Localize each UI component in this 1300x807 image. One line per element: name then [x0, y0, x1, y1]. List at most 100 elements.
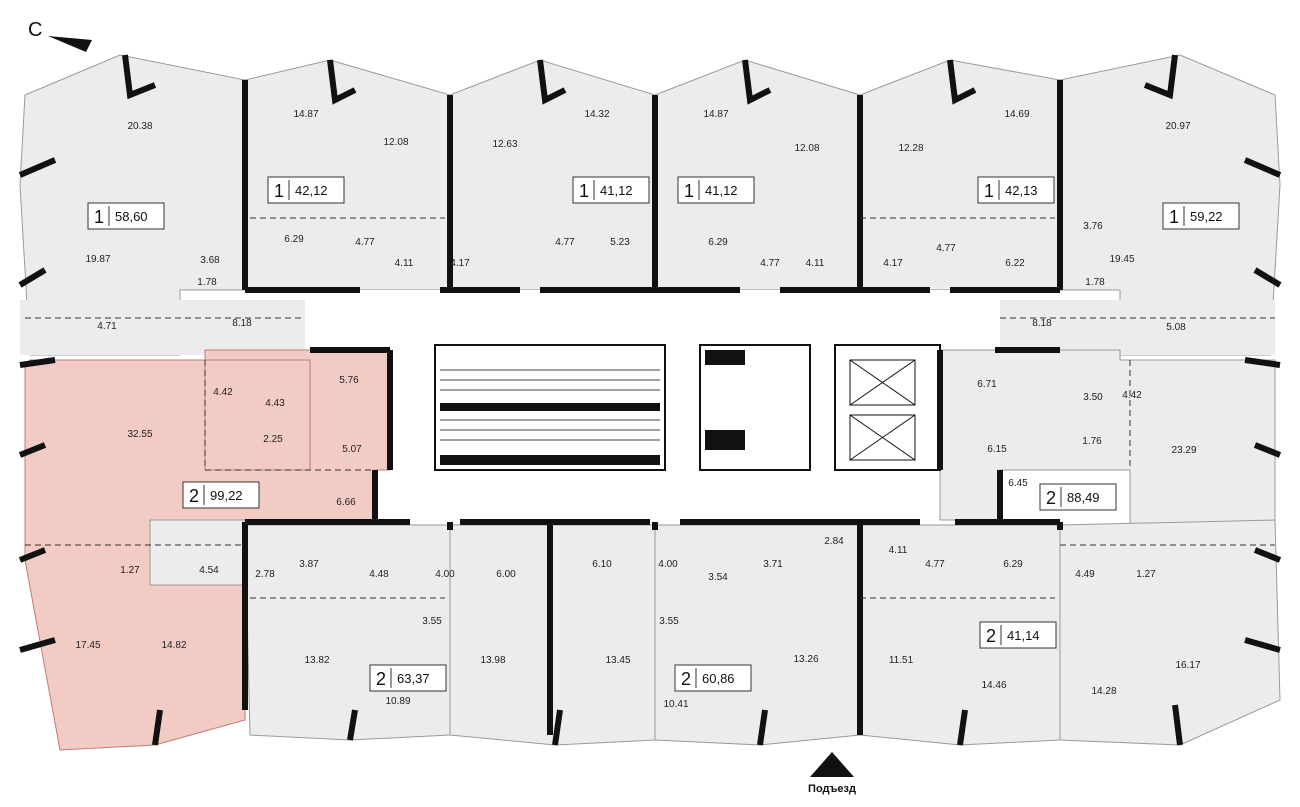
room-area-label: 6.22: [1005, 258, 1025, 269]
room-area-label: 10.41: [663, 699, 688, 710]
room-area-label: 13.45: [605, 655, 630, 666]
apartment-badge-frame: [87, 202, 165, 230]
room-area-label: 4.48: [369, 569, 389, 580]
facade-walls: [18, 54, 1282, 746]
room-area-label: 13.98: [480, 655, 505, 666]
apartment-badge-frame: [369, 664, 447, 692]
apartment-rooms: 1: [94, 207, 104, 227]
walls: [242, 80, 1063, 735]
room-area-label: 5.23: [610, 237, 630, 248]
room-area-label: 3.50: [1083, 392, 1103, 403]
room-area-label: 14.28: [1091, 686, 1116, 697]
room-area-label: 12.08: [383, 137, 408, 148]
room-area-label: 3.68: [200, 255, 220, 266]
room-area-label: 2.78: [255, 569, 275, 580]
room-area-label: 8.18: [1032, 318, 1052, 329]
room-area-label: 4.77: [355, 237, 375, 248]
apartment-area: 63,37: [397, 671, 430, 686]
room-area-label: 4.49: [1075, 569, 1095, 580]
room-area-label: 3.55: [659, 616, 679, 627]
room-area-label: 6.29: [708, 237, 728, 248]
room-area-label: 4.54: [199, 565, 219, 576]
room-area-label: 14.69: [1004, 109, 1029, 120]
apartment-highlighted[interactable]: [24, 349, 391, 751]
room-area-label: 6.10: [592, 559, 612, 570]
room-area-label: 4.77: [925, 559, 945, 570]
apartment-bottom-right-5[interactable]: [1059, 519, 1281, 746]
apartment-area: 41,12: [600, 183, 633, 198]
stair-steps: [440, 369, 660, 441]
room-area-label: 20.38: [127, 121, 152, 132]
apartment-rooms: 1: [984, 181, 994, 201]
apartment-area: 42,12: [295, 183, 328, 198]
apartment-badge-frame: [979, 621, 1057, 649]
room-area-label: 3.87: [299, 559, 319, 570]
apartment-bottom-3[interactable]: [654, 524, 861, 746]
room-area-label: 6.15: [987, 444, 1007, 455]
room-area-label: 1.78: [1085, 277, 1105, 288]
apartment-area: 42,13: [1005, 183, 1038, 198]
room-area-label: 3.55: [422, 616, 442, 627]
room-area-label: 3.71: [763, 559, 783, 570]
room-area-label: 23.29: [1171, 445, 1196, 456]
room-area-label: 6.45: [1008, 478, 1028, 489]
room-area-label: 4.17: [883, 258, 903, 269]
room-area-label: 2.25: [263, 434, 283, 445]
room-area-label: 19.45: [1109, 254, 1134, 265]
apartment-rooms: 2: [681, 669, 691, 689]
room-area-label: 14.87: [293, 109, 318, 120]
apartment-rooms: 2: [1046, 488, 1056, 508]
room-area-label: 1.27: [1136, 569, 1156, 580]
room-area-label: 14.32: [584, 109, 609, 120]
room-area-label: 10.89: [385, 696, 410, 707]
room-area-label: 20.97: [1165, 121, 1190, 132]
room-area-label: 6.71: [977, 379, 997, 390]
apartment-badge-frame: [1162, 202, 1240, 230]
room-area-label: 13.26: [793, 654, 818, 665]
room-area-label: 1.27: [120, 565, 140, 576]
apartment-badge-frame: [674, 664, 752, 692]
room-area-label: 5.08: [1166, 322, 1186, 333]
room-area-label: 3.54: [708, 572, 728, 583]
room-area-label: 4.77: [760, 258, 780, 269]
compass-label: С: [28, 19, 42, 41]
apartment-bottom-1[interactable]: [244, 524, 451, 741]
room-area-label: 3.76: [1083, 221, 1103, 232]
apartment-rooms: 2: [376, 669, 386, 689]
apartment-area: 88,49: [1067, 490, 1100, 505]
room-area-label: 6.66: [336, 497, 356, 508]
apartment-badge-frame: [267, 176, 345, 204]
room-area-label: 2.84: [824, 536, 844, 547]
entrance-arrow-icon: [810, 752, 854, 777]
apartment-area: 99,22: [210, 488, 243, 503]
compass: С: [28, 19, 92, 52]
apartment-rooms: 1: [684, 181, 694, 201]
room-area-label: 1.76: [1082, 436, 1102, 447]
apartment-rooms: 1: [274, 181, 284, 201]
apartment-badge-frame: [677, 176, 755, 204]
room-area-label: 6.29: [1003, 559, 1023, 570]
room-area-label: 4.17: [450, 258, 470, 269]
room-area-label: 6.00: [496, 569, 516, 580]
room-area-label: 6.29: [284, 234, 304, 245]
bottom-apartments: [244, 519, 1281, 746]
apartment-badge-frame: [572, 176, 650, 204]
apartment-rooms: 2: [189, 486, 199, 506]
apartment-badge-frame: [977, 176, 1055, 204]
room-area-label: 8.18: [232, 318, 252, 329]
apartment-area: 41,12: [705, 183, 738, 198]
